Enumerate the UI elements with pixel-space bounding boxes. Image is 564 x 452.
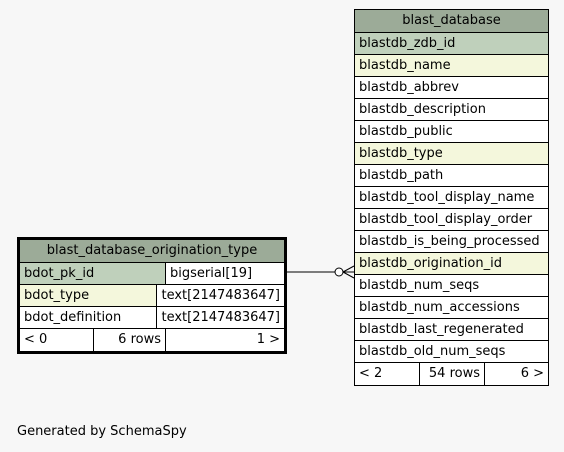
table-row: blastdb_abbrev — [355, 77, 548, 99]
table-row: blastdb_is_being_processed — [355, 231, 548, 253]
row-count: 6 rows — [94, 329, 166, 351]
table-row: blastdb_tool_display_name — [355, 187, 548, 209]
table-blast-database-origination-type[interactable]: blast_database_origination_type bdot_pk_… — [17, 237, 287, 354]
column-name: blastdb_last_regenerated — [355, 319, 548, 340]
column-type: text[2147483647] — [157, 307, 284, 328]
table-row: blastdb_old_num_seqs — [355, 341, 548, 363]
table-row: blastdb_public — [355, 121, 548, 143]
children-count: 6 > — [485, 363, 548, 385]
column-name: blastdb_num_accessions — [355, 297, 548, 318]
parents-count: < 2 — [355, 363, 420, 385]
table-row: blastdb_path — [355, 165, 548, 187]
column-name: blastdb_tool_display_order — [355, 209, 548, 230]
table-row: blastdb_type — [355, 143, 548, 165]
table-row: blastdb_name — [355, 55, 548, 77]
column-name: bdot_pk_id — [20, 263, 166, 284]
generated-by-text: Generated by SchemaSpy — [17, 424, 187, 439]
column-name: blastdb_path — [355, 165, 548, 186]
table-row: blastdb_zdb_id — [355, 33, 548, 55]
table-row: blastdb_origination_id — [355, 253, 548, 275]
column-name: bdot_definition — [20, 307, 158, 328]
table-footer: < 0 6 rows 1 > — [20, 329, 284, 351]
table-title[interactable]: blast_database_origination_type — [20, 240, 284, 263]
table-row: blastdb_num_accessions — [355, 297, 548, 319]
column-name: blastdb_description — [355, 99, 548, 120]
crowfoot-upper — [342, 265, 355, 273]
children-count: 1 > — [166, 329, 284, 351]
parents-count: < 0 — [20, 329, 94, 351]
column-name: blastdb_name — [355, 55, 548, 76]
optional-marker — [334, 267, 344, 277]
column-name: blastdb_tool_display_name — [355, 187, 548, 208]
crowfoot-lower — [342, 271, 355, 279]
table-row: blastdb_tool_display_order — [355, 209, 548, 231]
column-name: blastdb_origination_id — [355, 253, 548, 274]
column-name: blastdb_num_seqs — [355, 275, 548, 296]
column-name: bdot_type — [20, 285, 158, 306]
column-type: text[2147483647] — [157, 285, 284, 306]
table-footer: < 2 54 rows 6 > — [355, 363, 548, 385]
column-name: blastdb_old_num_seqs — [355, 341, 548, 362]
table-row: blastdb_description — [355, 99, 548, 121]
column-name: blastdb_abbrev — [355, 77, 548, 98]
column-name: blastdb_public — [355, 121, 548, 142]
column-name: blastdb_type — [355, 143, 548, 164]
row-count: 54 rows — [420, 363, 485, 385]
table-row: bdot_pk_id bigserial[19] — [20, 263, 284, 285]
table-row: bdot_type text[2147483647] — [20, 285, 284, 307]
table-row: bdot_definition text[2147483647] — [20, 307, 284, 329]
table-row: blastdb_last_regenerated — [355, 319, 548, 341]
column-name: blastdb_zdb_id — [355, 33, 548, 54]
table-title[interactable]: blast_database — [355, 10, 548, 33]
table-row: blastdb_num_seqs — [355, 275, 548, 297]
table-blast-database[interactable]: blast_database blastdb_zdb_id blastdb_na… — [354, 9, 549, 386]
column-type: bigserial[19] — [166, 263, 284, 284]
column-name: blastdb_is_being_processed — [355, 231, 548, 252]
